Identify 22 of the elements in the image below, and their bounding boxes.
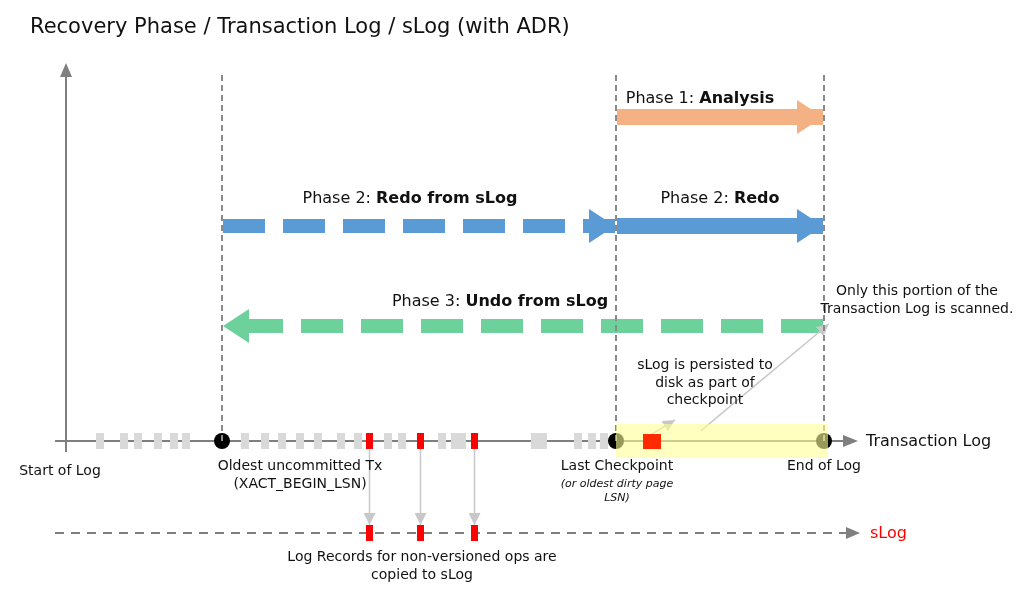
log-record-block [471, 525, 478, 541]
title: Recovery Phase / Transaction Log / sLog (with ADR) [30, 14, 570, 38]
log-record-block [366, 525, 373, 541]
axis-label: sLog [870, 523, 907, 543]
annotation: Last Checkpoint [560, 457, 674, 475]
log-record-block [643, 434, 661, 449]
guide-line [221, 75, 223, 441]
note: sLog is persisted to disk as part of checkpoint [630, 356, 780, 420]
highlight-region [616, 424, 828, 458]
annotation: Log Records for non-versioned ops are copied to sLog [286, 548, 558, 583]
guide-line [615, 75, 617, 441]
axis-label: Transaction Log [866, 431, 992, 451]
log-record-block [417, 433, 424, 449]
log-record-block [417, 525, 424, 541]
guide-line [823, 75, 825, 441]
annotation: End of Log [787, 457, 861, 475]
note: Only this portion of the Transaction Log is scanned. [812, 282, 1022, 324]
log-record-block [366, 433, 373, 449]
annotation: Start of Log [19, 462, 101, 480]
annotation: Oldest uncommitted Tx (XACT_BEGIN_LSN) [216, 457, 384, 492]
log-record-block [471, 433, 478, 449]
annotation: (or oldest dirty page LSN) [559, 477, 675, 505]
